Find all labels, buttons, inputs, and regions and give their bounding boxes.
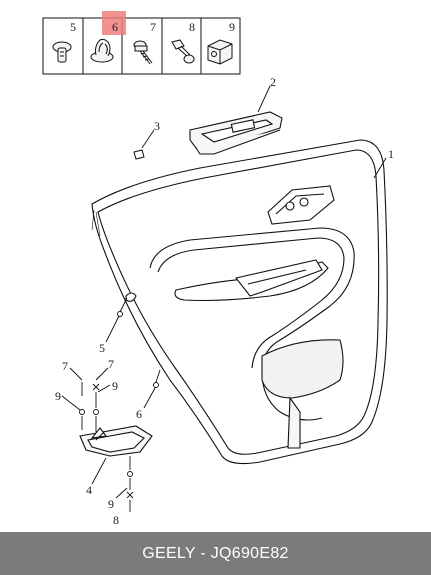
parts-strip	[42, 17, 241, 75]
parts-diagram: 5 6 7 8 9	[42, 11, 394, 527]
strip-number-5: 5	[70, 20, 76, 34]
callout-6: 6	[136, 407, 142, 421]
screw-icon	[133, 40, 153, 65]
callout-9-right: 9	[112, 379, 118, 393]
callout-9-left: 9	[55, 389, 61, 403]
callout-7-right: 7	[108, 357, 114, 371]
part-number-label: GEELY - JQ690E82	[142, 544, 289, 562]
lower-bracket-4	[79, 425, 153, 457]
small-clip-3	[133, 149, 145, 160]
callout-8: 8	[113, 513, 119, 527]
clip-nut-icon	[207, 39, 233, 65]
callout-1: 1	[388, 147, 394, 161]
callout-3: 3	[154, 119, 160, 133]
strip-number-6: 6	[112, 20, 118, 34]
bolt-icon	[171, 39, 195, 64]
strip-number-8: 8	[189, 20, 195, 34]
callout-7-left: 7	[62, 359, 68, 373]
strip-number-7: 7	[150, 20, 156, 34]
push-rivet-icon	[52, 41, 72, 63]
part-number-footer: GEELY - JQ690E82	[0, 532, 431, 575]
parts-strip-frame	[42, 17, 241, 75]
window-switch-bezel	[189, 111, 283, 155]
callout-2: 2	[270, 75, 276, 89]
fasteners	[61, 85, 387, 512]
strip-number-9: 9	[229, 20, 235, 34]
retainer-clip-icon	[90, 38, 114, 63]
callout-9-bottom: 9	[108, 497, 114, 511]
callout-5: 5	[99, 341, 105, 355]
callout-4: 4	[86, 483, 92, 497]
door-trim-panel	[91, 139, 388, 465]
highlight-marker	[102, 11, 126, 35]
